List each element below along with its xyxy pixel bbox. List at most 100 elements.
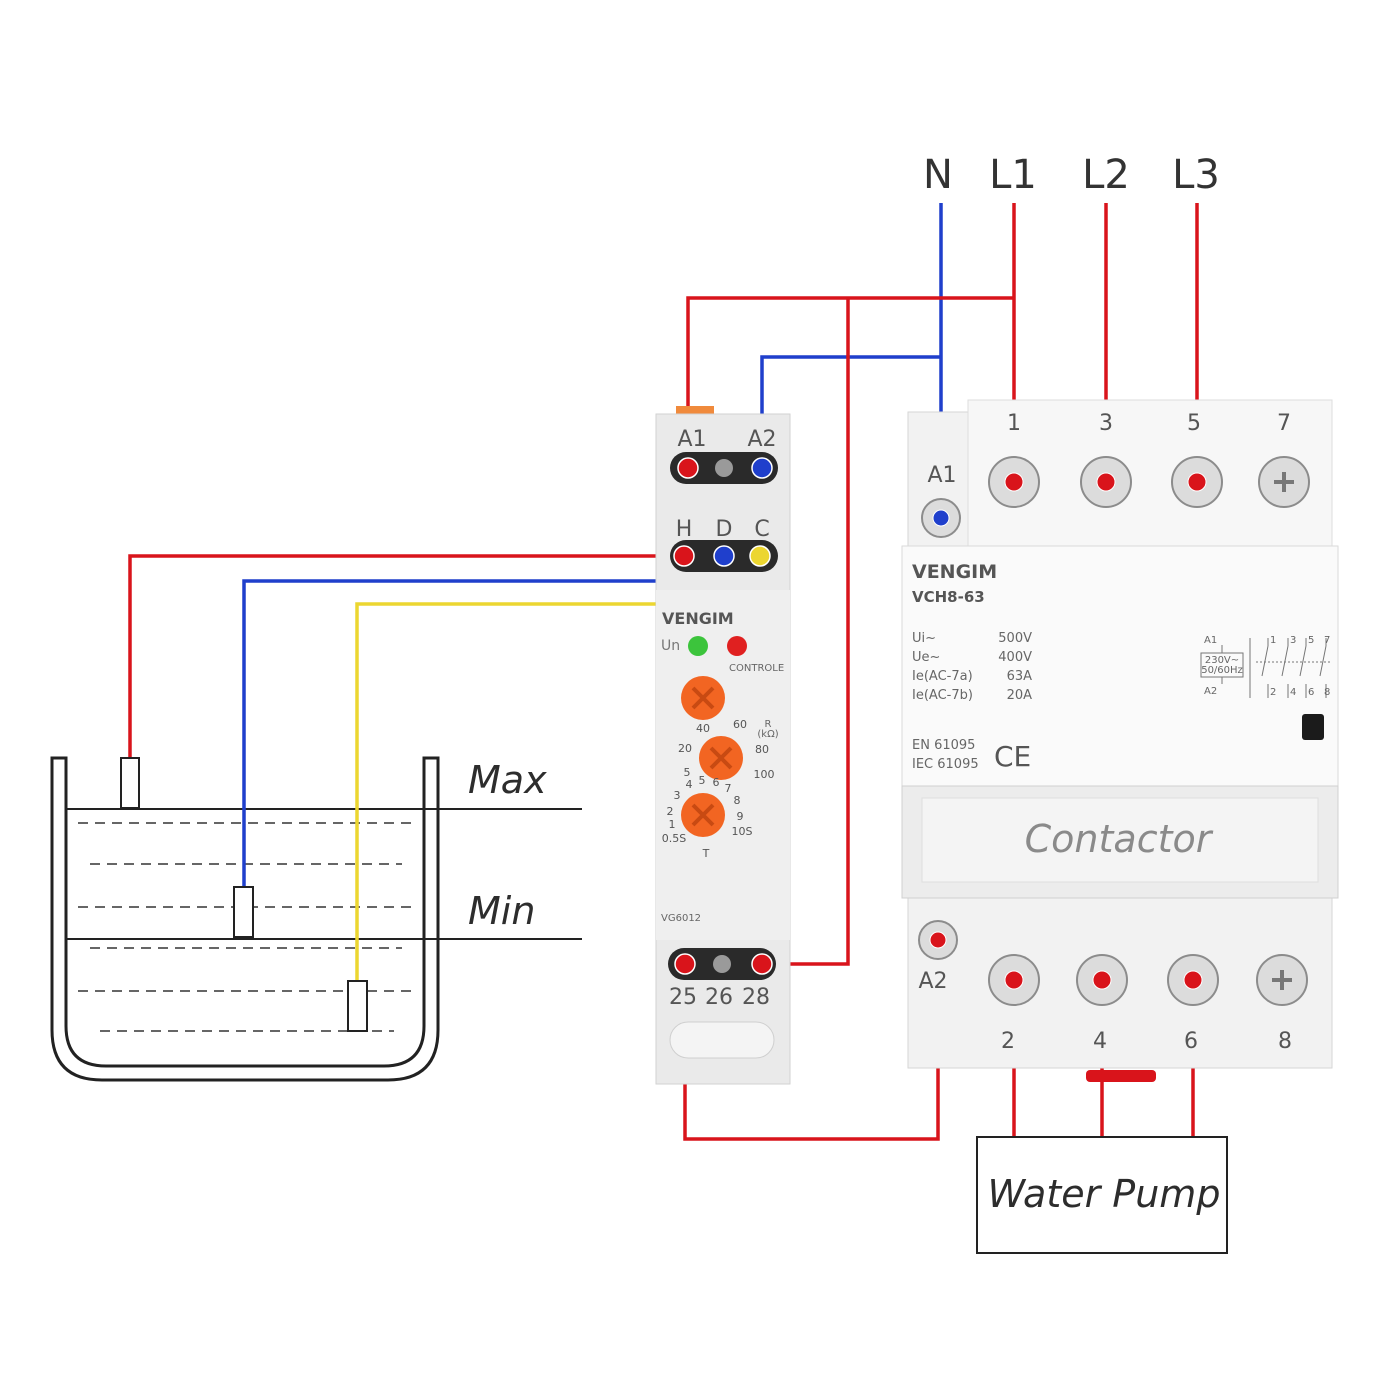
contactor-top-terminals [988, 456, 1310, 508]
contactor-standard-en: EN 61095 [912, 738, 975, 753]
relay-terminal-screw[interactable] [715, 459, 733, 477]
relay-power-led [688, 636, 708, 656]
relay-terminal-a1[interactable] [677, 457, 699, 479]
contactor-terminal-a2-dot [929, 931, 947, 949]
max-label: Max [468, 758, 547, 802]
schematic-contact-leads [1267, 638, 1327, 698]
contactor-terminal-7-screw-slot [1274, 472, 1294, 492]
contactor-spec-label-ie7a: Ie(AC-7a) [912, 669, 973, 684]
relay-din-clip [669, 1021, 775, 1059]
contactor-bottom-terminals [988, 954, 1308, 1006]
contactor-label-7: 7 [1277, 411, 1291, 436]
relay-terminal-26[interactable] [713, 955, 731, 973]
contactor-label-8: 8 [1278, 1029, 1292, 1054]
contactor-model: VCH8-63 [912, 588, 985, 606]
relay-time-label-t: T [702, 847, 710, 860]
relay-time-tick-2: 2 [667, 805, 674, 818]
schematic-a2: A2 [1204, 686, 1217, 697]
schematic-top-3: 3 [1290, 635, 1296, 646]
contactor-front-label-box [921, 797, 1319, 883]
relay-time-tick-8: 8 [734, 794, 741, 807]
relay-label-25: 25 [669, 985, 697, 1010]
schematic-bottom-2: 2 [1270, 687, 1276, 698]
schematic-bottom-6: 6 [1308, 687, 1314, 698]
contactor-label-1: 1 [1007, 411, 1021, 436]
contactor: 1 3 5 7 A1 VENGIM VCH8-63 Ui~ 500V Ue~ 4… [901, 399, 1339, 1082]
probes [120, 757, 368, 1032]
probe-c [347, 980, 368, 1032]
contactor-spec-label-ue: Ue~ [912, 650, 940, 665]
contactor-schematic: A1 A2 230V~ 50/60Hz 1 3 5 7 2 4 6 8 [1200, 635, 1330, 698]
wire-probe-h [128, 554, 684, 760]
contactor-terminal-1-dot [1004, 472, 1024, 492]
contactor-terminal-2-dot [1004, 970, 1024, 990]
relay-label-a1: A1 [677, 427, 706, 452]
schematic-a1: A1 [1204, 635, 1217, 646]
contactor-spec-value-ie7b: 20A [1007, 688, 1033, 703]
relay-terminal-25[interactable] [674, 953, 696, 975]
relay-label-28: 28 [742, 985, 770, 1010]
relay-sens-tick-20: 20 [678, 742, 692, 755]
relay-sens-tick-60: 60 [733, 718, 747, 731]
contactor-spec-label-ie7b: Ie(AC-7b) [912, 688, 973, 703]
contactor-spec-value-ui: 500V [998, 631, 1032, 646]
relay-label-d: D [716, 517, 733, 542]
schematic-top-7: 7 [1324, 635, 1330, 646]
relay-label-h: H [676, 517, 693, 542]
schematic-coil-frequency: 50/60Hz [1201, 665, 1243, 676]
schematic-coil [1200, 652, 1244, 678]
relay-un-label: Un [661, 638, 680, 654]
relay-sens-tick-80: 80 [755, 743, 769, 756]
relay-label-a2: A2 [747, 427, 776, 452]
relay-sens-tick-40: 40 [696, 722, 710, 735]
relay-time-tick-7: 7 [725, 782, 732, 795]
schematic-top-1: 1 [1270, 635, 1276, 646]
relay-dial-sensitivity-slot [709, 746, 733, 770]
contactor-label-a1: A1 [927, 463, 956, 488]
contactor-label-2: 2 [1001, 1029, 1015, 1054]
contactor-manual-switch[interactable] [1302, 714, 1324, 740]
wire-l1-to-relay-28 [762, 298, 850, 966]
supply-labels: N L1 L2 L3 [923, 152, 1220, 198]
relay-terminal-h[interactable] [673, 545, 695, 567]
wire-probe-d [242, 556, 726, 888]
contactor-label-panel [901, 545, 1339, 787]
relay-output-led [727, 636, 747, 656]
relay-time-tick-1: 1 [669, 818, 676, 831]
contactor-spec-value-ue: 400V [998, 650, 1032, 665]
water-pump: Water Pump [976, 1136, 1228, 1254]
supply-label-l2: L2 [1082, 152, 1130, 198]
relay-terminal-d[interactable] [713, 545, 735, 567]
contactor-brand: VENGIM [912, 561, 997, 583]
water-pump-label: Water Pump [988, 1172, 1221, 1216]
relay-controle-label: CONTROLE [729, 663, 784, 674]
tank-wall [50, 756, 440, 1082]
schematic-bottom-4: 4 [1290, 687, 1296, 698]
relay-terminal-28[interactable] [751, 953, 773, 975]
schematic-contacts [1261, 645, 1327, 677]
relay-label-26: 26 [705, 985, 733, 1010]
supply-label-l3: L3 [1172, 152, 1220, 198]
relay-time-tick-10s: 10S [732, 825, 753, 838]
contactor-spec-value-ie7a: 63A [1007, 669, 1033, 684]
contactor-terminal-3-dot [1096, 472, 1116, 492]
schematic-bottom-8: 8 [1324, 687, 1330, 698]
relay-label-c: C [754, 517, 769, 542]
schematic-top-5: 5 [1308, 635, 1314, 646]
relay-sens-tick-5: 5 [684, 766, 691, 779]
contactor-terminal-8-screw-slot [1272, 970, 1292, 990]
contactor-label-4: 4 [1093, 1029, 1107, 1054]
schematic-coil-voltage: 230V~ [1205, 655, 1239, 666]
relay-terminal-c[interactable] [749, 545, 771, 567]
contactor-terminal-4-dot [1092, 970, 1112, 990]
supply-label-n: N [923, 152, 953, 198]
water-pump-box [976, 1136, 1228, 1254]
contactor-terminal-6-dot [1183, 970, 1203, 990]
relay-dial-mode-slot [691, 686, 715, 710]
relay-terminal-a2[interactable] [751, 457, 773, 479]
relay-sens-tick-100: 100 [754, 768, 775, 781]
ce-mark-icon: CE [994, 740, 1031, 773]
relay-time-tick-5: 5 [699, 774, 706, 787]
contactor-terminal-5-dot [1187, 472, 1207, 492]
